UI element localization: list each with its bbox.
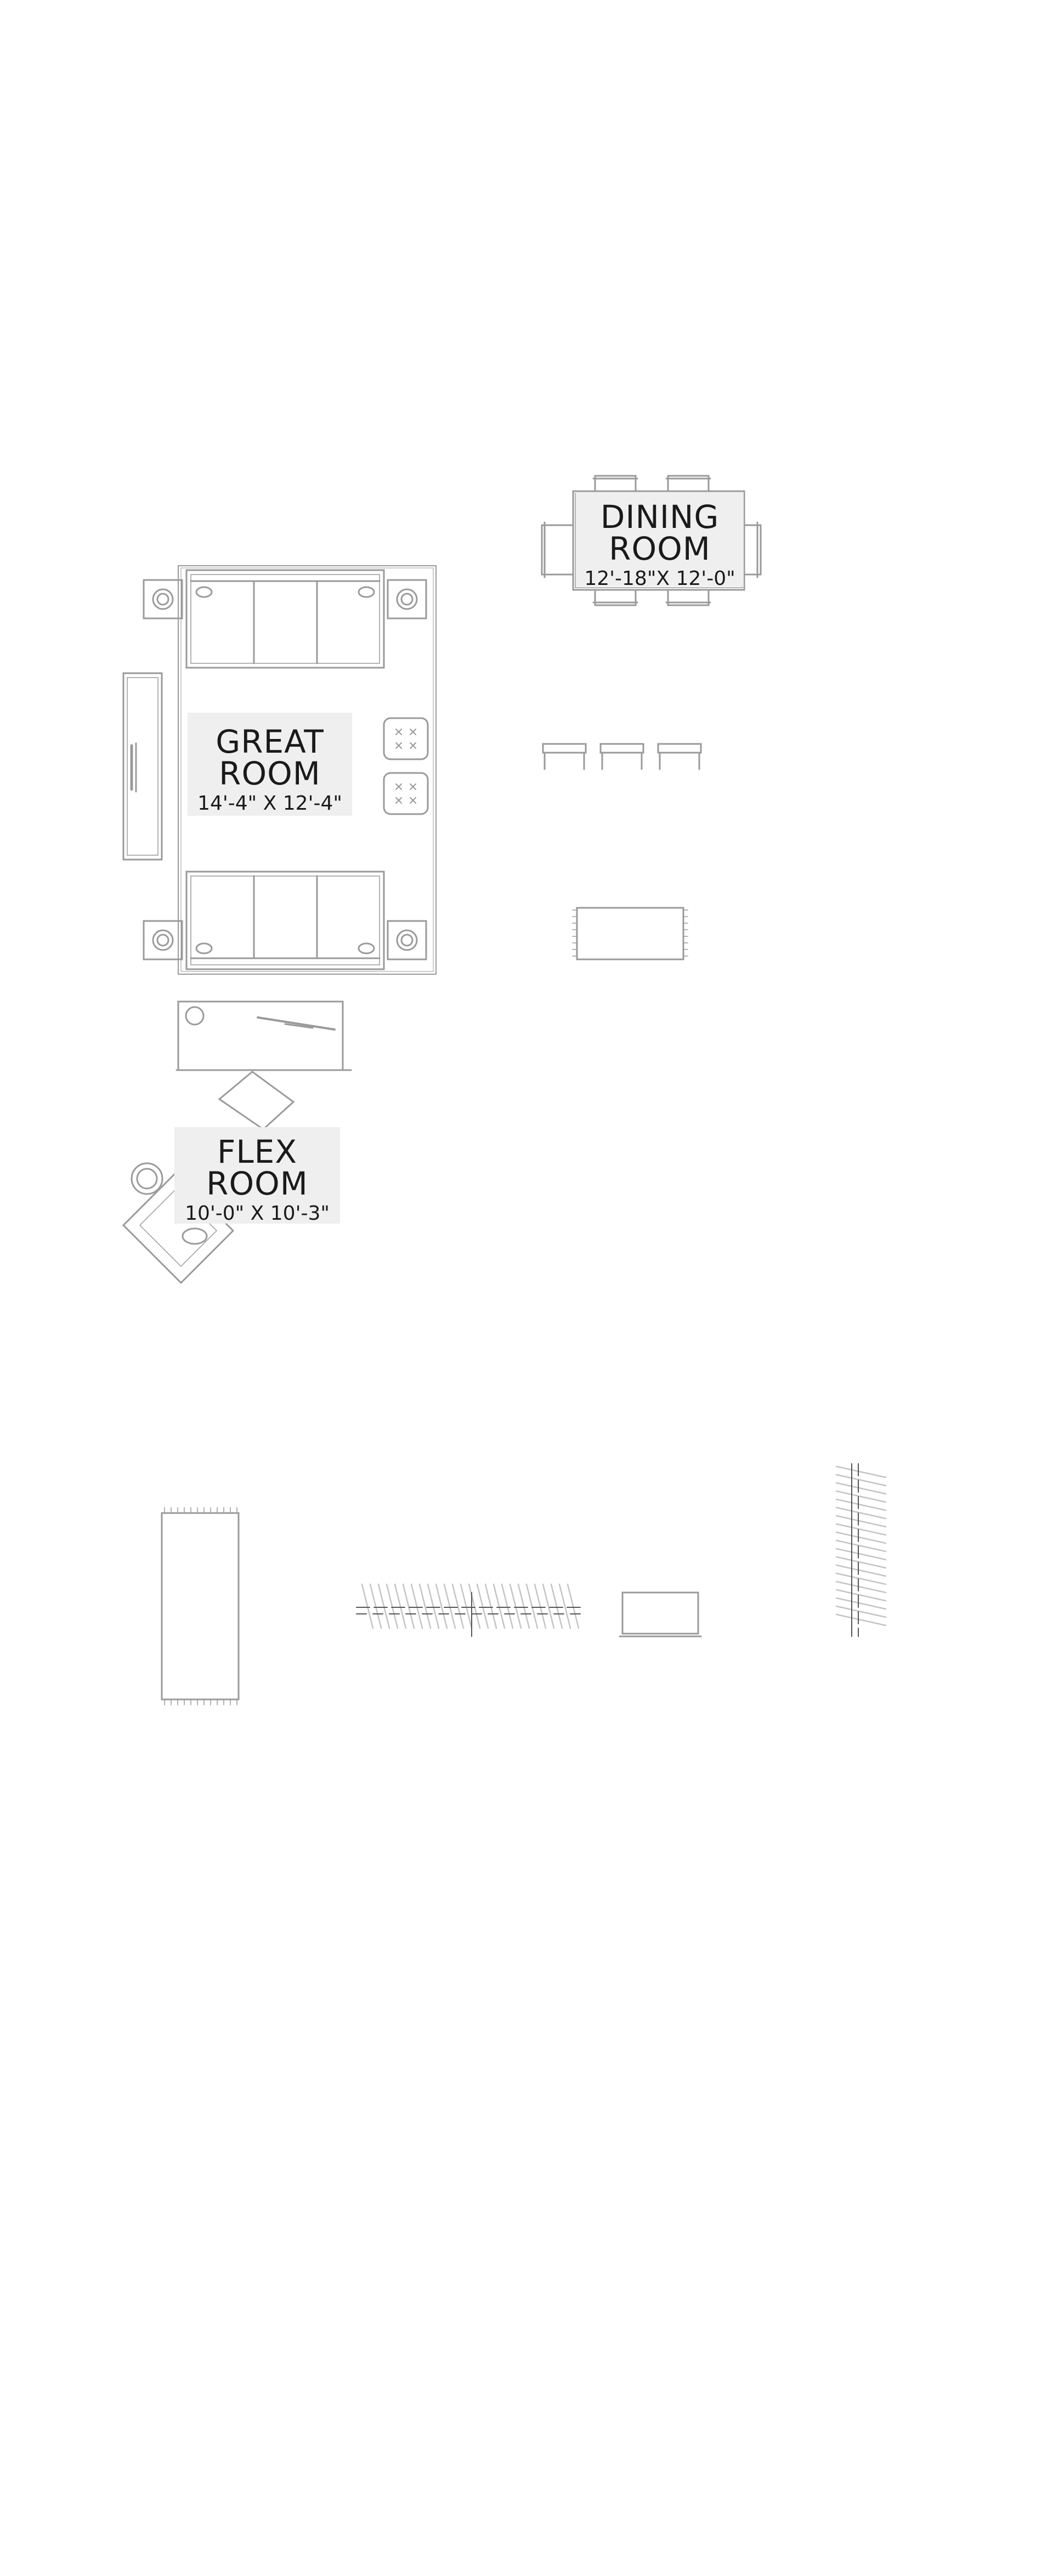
dining-room-dimensions: 12'-18"X 12'-0" [584,567,735,590]
end-table-bottom-left [143,920,183,960]
ottoman-2 [383,772,429,815]
tv-console [122,672,163,861]
dining-room-name-line2: ROOM [609,530,711,567]
flex-room-dimensions: 10'-0" X 10'-3" [185,1202,330,1225]
long-rug [161,1507,240,1705]
dining-room-name-line1: DINING [600,498,720,536]
dining-chair-top-right [665,475,711,492]
dining-chair-top-left [592,475,638,492]
great-room-dimensions: 14'-4" X 12'-4" [197,792,342,815]
end-table-top-left [143,579,183,619]
dining-table-set [541,475,762,606]
bar-stool-1 [542,743,587,770]
end-table-top-right [387,579,427,619]
flex-room-name-line2: ROOM [206,1165,308,1202]
kitchen-rug [572,907,688,960]
bar-stool-2 [599,743,644,770]
dining-chair-left [541,521,574,578]
flex-room-label: FLEX ROOM 10'-0" X 10'-3" [174,1127,340,1224]
sofa-bottom [185,871,385,970]
armchair [122,1172,235,1284]
side-table [131,1162,163,1195]
desk-chair [218,1071,295,1130]
bench [619,1591,702,1637]
dining-chair-bottom-right [665,589,711,606]
great-room-name-line1: GREAT [216,723,324,760]
desk [176,1000,352,1071]
end-table-bottom-right [387,920,427,960]
dining-chair-bottom-left [592,589,638,606]
closet-rod-vertical [835,1465,887,1627]
closet-rod-horizontal [361,1583,580,1629]
ottoman-1 [383,717,429,760]
dining-room-label: DINING ROOM 12'-18"X 12'-0" [576,492,744,590]
great-room-rug [178,565,437,975]
dining-chair-right [743,521,762,578]
sofa-top [185,569,385,669]
great-room-label: GREAT ROOM 14'-4" X 12'-4" [188,713,352,816]
flex-room-name-line1: FLEX [217,1133,298,1170]
bar-stool-3 [657,743,702,770]
great-room-name-line2: ROOM [219,755,321,792]
